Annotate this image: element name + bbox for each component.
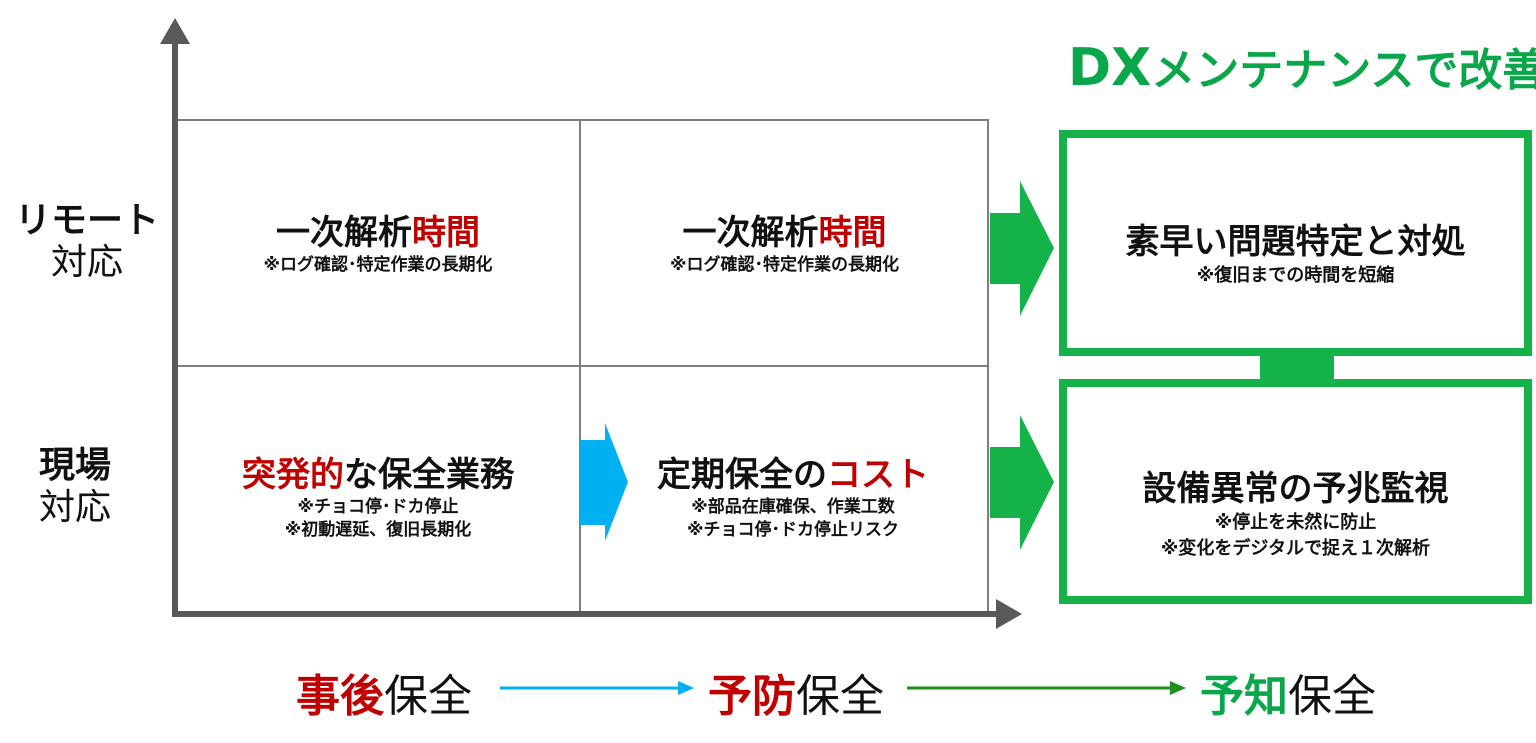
- quadrant-bottom-right-heading: 定期保全のコスト: [598, 447, 988, 496]
- quadrant-top-right-note: ※ログ確認･特定作業の長期化: [669, 255, 900, 275]
- x-axis-arrowhead: [996, 599, 1022, 629]
- stage-1-accent: 事後: [296, 671, 384, 722]
- dx-box-bottom-note-1: ※停止を未然に防止: [1214, 512, 1377, 533]
- progression-stage-2: 予防保全: [708, 660, 884, 724]
- quadrant-top-left-note: ※ログ確認･特定作業の長期化: [263, 255, 493, 275]
- heading-plain: 定期保全の: [657, 455, 827, 495]
- stage-3-plain: 保全: [1288, 671, 1376, 722]
- quadrant-bottom-left-note-2: ※初動遅延、復旧長期化: [284, 519, 472, 540]
- stage-2-accent: 予防: [708, 671, 796, 722]
- y-label-onsite-line2: 対応: [38, 487, 111, 529]
- quadrant-bottom-left-note-1: ※チョコ停･ドカ停止: [297, 497, 459, 517]
- quadrant-bottom-right-note-1: ※部品在庫確保、作業工数: [691, 497, 895, 517]
- quadrant-top-left-heading: 一次解析時間: [176, 205, 580, 254]
- dx-box-top: 素早い問題特定と対処 ※復旧までの時間を短縮: [1059, 130, 1532, 356]
- dx-box-top-note: ※復旧までの時間を短縮: [1196, 265, 1395, 286]
- heading-accent: 突発的: [242, 455, 344, 495]
- y-label-remote-line2: 対応: [50, 242, 123, 284]
- dx-title-big: DX: [1068, 38, 1152, 98]
- dx-box-bottom-heading: 設備異常の予兆監視: [1142, 469, 1449, 509]
- stage-3-accent: 予知: [1200, 671, 1288, 722]
- quadrant-bottom-left: 突発的な保全業務 ※チョコ停･ドカ停止 ※初動遅延、復旧長期化: [176, 447, 580, 542]
- dx-box-bottom-note-2: ※変化をデジタルで捉え１次解析: [1160, 538, 1431, 560]
- quadrant-top-right-heading: 一次解析時間: [581, 205, 988, 254]
- progression-arrow-1-head: [678, 681, 694, 695]
- cyan-block-arrow: [580, 423, 628, 541]
- quadrant-bottom-right-note-2: ※チョコ停･ドカ停止リスク: [686, 519, 900, 540]
- heading-plain: な保全業務: [344, 455, 514, 495]
- progression-stage-1: 事後保全: [296, 660, 472, 724]
- progression-arrow-2-head: [1170, 681, 1186, 695]
- y-label-onsite: 現場 対応: [0, 445, 160, 530]
- stage-1-plain: 保全: [384, 671, 472, 722]
- quadrant-top-right: 一次解析時間 ※ログ確認･特定作業の長期化: [581, 205, 988, 277]
- green-block-arrow-bottom: [990, 415, 1054, 550]
- heading-accent: コスト: [827, 455, 929, 495]
- y-label-remote: リモート 対応: [2, 200, 172, 285]
- quadrant-top-left: 一次解析時間 ※ログ確認･特定作業の長期化: [176, 205, 580, 277]
- dx-box-bottom: 設備異常の予兆監視 ※停止を未然に防止 ※変化をデジタルで捉え１次解析: [1059, 379, 1532, 604]
- quadrant-bottom-left-heading: 突発的な保全業務: [176, 447, 580, 496]
- quadrant-bottom-right: 定期保全のコスト ※部品在庫確保、作業工数 ※チョコ停･ドカ停止リスク: [598, 447, 988, 542]
- y-label-remote-line1: リモート: [14, 200, 159, 241]
- dx-panel-title: DXメンテナンスで改善: [1068, 34, 1536, 98]
- heading-plain: 一次解析: [276, 213, 412, 253]
- heading-accent: 時間: [818, 213, 887, 253]
- heading-accent: 時間: [412, 213, 480, 253]
- dx-box-top-heading: 素早い問題特定と対処: [1125, 222, 1466, 262]
- progression-stage-3: 予知保全: [1200, 660, 1376, 724]
- dx-title-rest: メンテナンスで改善: [1151, 45, 1536, 96]
- green-block-arrow-top: [990, 181, 1054, 316]
- stage-2-plain: 保全: [796, 671, 884, 722]
- heading-plain: 一次解析: [682, 213, 819, 253]
- y-label-onsite-line1: 現場: [38, 445, 111, 486]
- y-axis-arrowhead: [160, 18, 190, 44]
